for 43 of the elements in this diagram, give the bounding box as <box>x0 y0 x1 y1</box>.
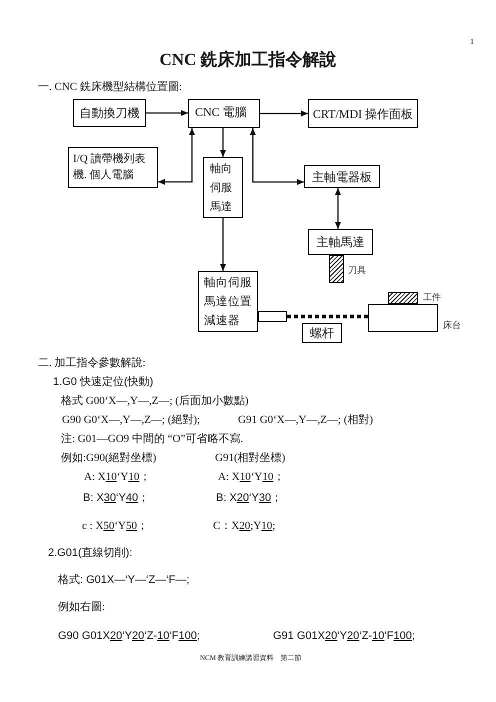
component-box: 軸向伺服馬達 <box>203 157 243 218</box>
arrow <box>220 218 226 271</box>
code-example: G90 G01X20‘Y20‘Z-10‘F100; <box>58 629 200 643</box>
arrow <box>220 128 226 157</box>
subsection-heading: 2.G01(直線切削): <box>48 546 132 560</box>
motor-shaft <box>258 311 287 322</box>
example-heading: G91(相對坐標) <box>215 451 286 465</box>
code-example: G91 G0‘X—,Y—,Z—; (相對) <box>238 413 374 427</box>
format-line: 格式: G01X—‘Y—‘Z—‘F—; <box>58 573 190 587</box>
code-example: G91 G01X20‘Y20‘Z-10‘F100; <box>273 629 415 643</box>
example-heading: 例如右圖: <box>58 600 106 614</box>
lead-screw <box>287 314 368 318</box>
note-text: 注: G01—GO9 中間的 “O”可省略不寫. <box>61 432 244 446</box>
coordinate-line: C：X20;Y10; <box>213 519 276 533</box>
component-box: I/Q 讀帶機列表機. 個人電腦 <box>68 147 158 188</box>
subsection-heading: 1.G0 快速定位(快動) <box>53 375 154 389</box>
part-label: 刀具 <box>348 265 366 276</box>
section-heading: 一. CNC 銑床機型結構位置圖: <box>38 80 182 94</box>
format-line: 格式 G00‘X—,Y—,Z—; (后面加小數點) <box>61 394 249 408</box>
component-box: 主軸馬達 <box>308 229 373 255</box>
arrow <box>260 110 308 116</box>
code-example: G90 G0‘X—,Y—,Z—; (絕對); <box>62 413 200 427</box>
section-heading: 二. 加工指令參數解說: <box>38 356 146 370</box>
coordinate-line: B: X20‘Y30； <box>216 491 282 505</box>
double-arrow <box>334 188 341 229</box>
example-heading: 例如:G90(絕對坐標) <box>61 451 156 465</box>
page-title: CNC 銑床加工指令解說 <box>159 50 337 69</box>
component-box: 自動換刀機 <box>73 99 146 127</box>
component-box: CNC 電腦 <box>188 99 260 128</box>
coordinate-line: A: X10‘Y10； <box>218 470 284 484</box>
double-arrow <box>250 128 304 186</box>
component-box: CRT/MDI 操作面板 <box>308 99 418 128</box>
component-box: 主軸電器板 <box>304 165 380 188</box>
component-box: 軸向伺服馬達位置減速器 <box>198 271 258 332</box>
part-label: 床台 <box>443 320 461 331</box>
double-arrow <box>158 128 195 185</box>
page-number: 1 <box>470 36 474 48</box>
coordinate-line: B: X30‘Y40； <box>83 491 150 505</box>
coordinate-line: c : X50‘Y50； <box>82 519 148 533</box>
coordinate-line: A: X10‘Y10； <box>84 470 150 484</box>
component-box: 螺杆 <box>302 323 342 343</box>
part-label: 工件 <box>423 292 441 303</box>
arrow <box>146 110 188 116</box>
